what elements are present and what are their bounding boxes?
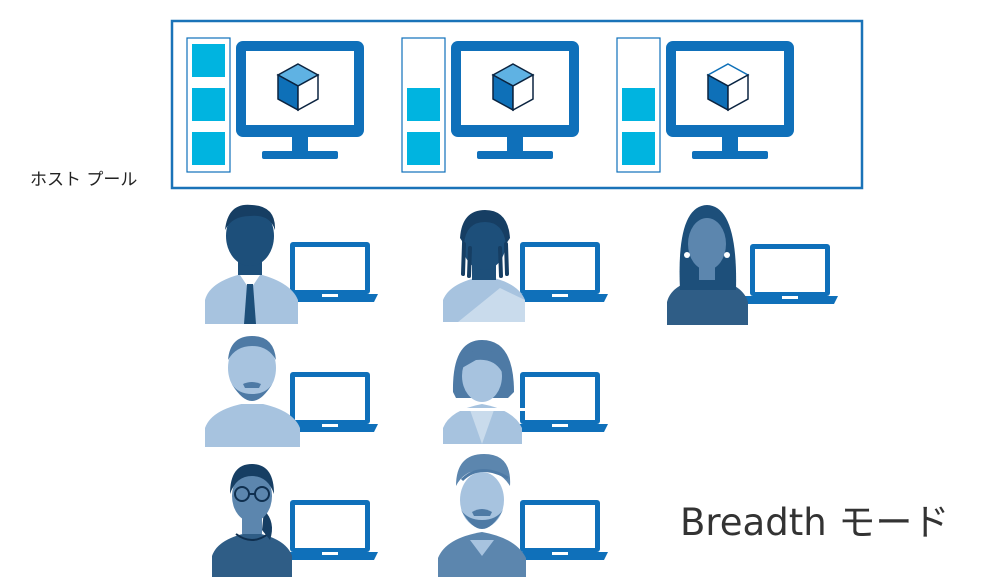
user-woman-glasses bbox=[212, 464, 378, 577]
vm-cube-icon bbox=[707, 63, 749, 111]
app-tile bbox=[192, 44, 225, 77]
laptop-icon bbox=[512, 242, 608, 302]
app-tile bbox=[622, 88, 655, 121]
vm-cube-icon bbox=[277, 63, 319, 111]
mode-label: Breadth モード bbox=[680, 501, 949, 544]
app-tile bbox=[622, 132, 655, 165]
laptop-icon bbox=[282, 242, 378, 302]
session-host-1 bbox=[186, 37, 364, 173]
app-tile bbox=[407, 88, 440, 121]
laptop-icon bbox=[512, 372, 608, 432]
app-tile bbox=[407, 132, 440, 165]
user-man-turban bbox=[438, 454, 608, 577]
user-woman-short-hair bbox=[440, 340, 608, 444]
app-tile bbox=[192, 88, 225, 121]
app-tile bbox=[192, 132, 225, 165]
user-man-beard bbox=[205, 336, 378, 447]
user-woman-long-hair bbox=[667, 205, 838, 325]
laptop-icon bbox=[282, 500, 378, 560]
laptop-icon bbox=[742, 244, 838, 304]
vm-cube-icon bbox=[492, 63, 534, 111]
laptop-icon bbox=[512, 500, 608, 560]
session-host-2 bbox=[401, 37, 579, 173]
host-pool-label: ホスト プール bbox=[30, 170, 137, 190]
user-woman-braids bbox=[443, 210, 608, 322]
user-man-tie bbox=[205, 204, 378, 324]
session-host-3 bbox=[616, 37, 794, 173]
